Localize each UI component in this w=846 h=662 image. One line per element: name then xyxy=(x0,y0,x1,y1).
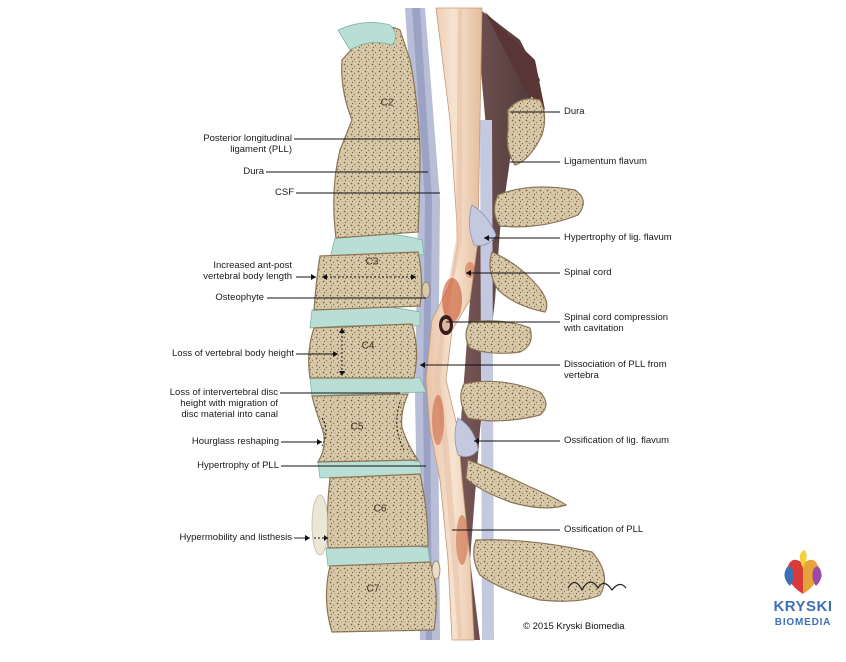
vertebra-label-c2: C2 xyxy=(380,97,394,109)
cord-lesions xyxy=(432,262,475,565)
leader-lines xyxy=(266,111,560,539)
label-osteophyte: Osteophyte xyxy=(215,292,264,303)
vertebral-bodies xyxy=(308,22,437,633)
label-ant-post-length: Increased ant-post vertebral body length xyxy=(203,260,292,282)
ligamentum-flavum xyxy=(454,204,497,458)
label-dissociation-pll: Dissociation of PLL from vertebra xyxy=(564,359,667,381)
vertebra-label-c4: C4 xyxy=(361,340,375,352)
label-pll: Posterior longitudinal ligament (PLL) xyxy=(203,133,292,155)
vertebra-label-c6: C6 xyxy=(373,503,387,515)
label-ossification-lig-flavum: Ossification of lig. flavum xyxy=(564,435,670,446)
leader-arrowheads xyxy=(305,235,489,541)
measurement-arrowheads xyxy=(322,274,416,541)
label-ligamentum-flavum: Ligamentum flavum xyxy=(564,156,647,167)
logo-text-line1: KRYSKI xyxy=(773,598,833,615)
label-hypermobility: Hypermobility and listhesis xyxy=(179,532,292,543)
label-dura-left: Dura xyxy=(243,166,264,177)
heart-logo-icon xyxy=(784,550,822,594)
logo-text-line2: BIOMEDIA xyxy=(774,617,832,628)
label-hypertrophy-pll: Hypertrophy of PLL xyxy=(197,460,279,471)
intervertebral-discs xyxy=(309,233,431,567)
vertebra-label-c3: C3 xyxy=(365,256,379,268)
dura-layers xyxy=(405,8,494,640)
label-hourglass: Hourglass reshaping xyxy=(191,436,279,447)
artist-signature xyxy=(567,581,627,592)
label-loss-vertebral-height: Loss of vertebral body height xyxy=(172,348,294,359)
vertebra-label-c5: C5 xyxy=(350,421,364,433)
label-loss-disc-height: Loss of intervertebral disc height with … xyxy=(169,387,278,420)
label-ossification-pll: Ossification of PLL xyxy=(564,524,644,535)
label-csf: CSF xyxy=(275,187,294,198)
label-spinal-cord: Spinal cord xyxy=(564,267,612,278)
pll-ossification xyxy=(421,281,441,580)
label-hypertrophy-lig-flavum: Hypertrophy of lig. flavum xyxy=(564,232,672,243)
vertebra-label-c7: C7 xyxy=(366,583,380,595)
spinous-processes xyxy=(460,98,606,602)
label-dura-right: Dura xyxy=(564,106,585,117)
kryski-biomedia-logo: KRYSKI BIOMEDIA xyxy=(766,548,840,648)
label-cord-compression: Spinal cord compression with cavitation xyxy=(564,312,669,334)
measurement-marks xyxy=(314,276,416,539)
copyright-notice: © 2015 Kryski Biomedia xyxy=(523,621,625,632)
